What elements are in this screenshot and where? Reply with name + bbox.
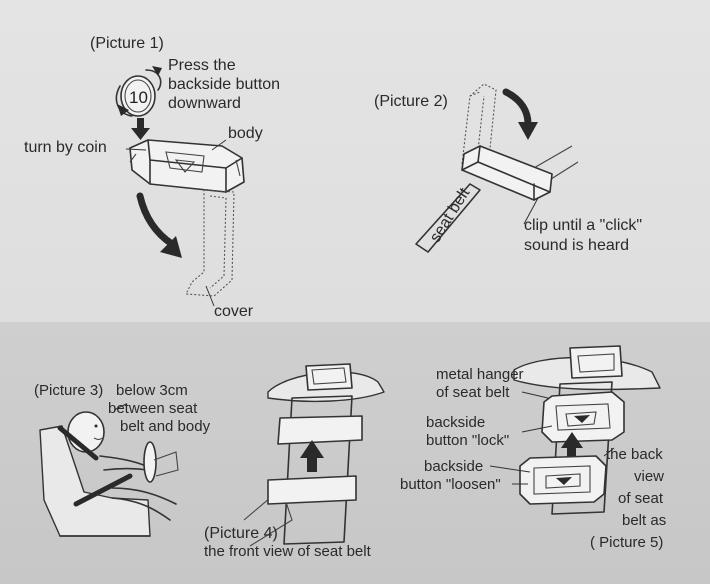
loosen-label-line2: button "loosen" <box>400 476 501 493</box>
turn-by-coin-label: turn by coin <box>24 139 107 156</box>
hanger-label-line1: metal hanger <box>436 366 524 383</box>
picture3-illustration <box>39 403 179 537</box>
back-view-line3: of seat <box>618 490 664 507</box>
loosen-device <box>519 455 607 505</box>
back-view-line4: belt as <box>622 512 667 529</box>
picture1-title: (Picture 1) <box>90 35 164 52</box>
picture3-note-line3: belt and body <box>120 418 211 435</box>
rotate-down-arrow <box>136 192 182 258</box>
picture1-device-body <box>129 139 245 193</box>
picture1-instruction-line1: Press the <box>168 57 236 74</box>
hanger-label-line2: of seat belt <box>436 384 510 401</box>
picture3-note-line1: below 3cm <box>116 382 188 399</box>
picture1-instruction-line3: downward <box>168 95 241 112</box>
lock-label-line1: backside <box>426 414 486 431</box>
picture1-instruction-line2: backside button <box>168 76 281 93</box>
loosen-label-line1: backside <box>424 458 484 475</box>
body-label: body <box>228 125 263 142</box>
cover-label: cover <box>214 303 254 320</box>
coin-icon: 10 <box>115 66 162 117</box>
clip-instruction-line2: sound is heard <box>524 237 629 254</box>
picture3-title: (Picture 3) <box>34 382 104 399</box>
picture4-title: (Picture 4) <box>204 525 278 542</box>
press-down-arrow <box>131 118 150 140</box>
picture1-illustration: 10 <box>115 66 245 307</box>
clip-instruction-line1: clip until a "click" <box>524 217 643 234</box>
back-view-line2: view <box>634 468 665 485</box>
picture5-illustration <box>489 345 661 515</box>
clip-device <box>461 145 553 201</box>
picture5-title: ( Picture 5) <box>590 534 664 551</box>
picture2-title: (Picture 2) <box>374 93 448 110</box>
picture2-illustration <box>415 83 579 253</box>
cover-dashed-outline <box>185 189 235 297</box>
lock-device <box>541 391 625 443</box>
picture4-illustration <box>243 363 385 547</box>
picture4-caption: the front view of seat belt <box>204 543 371 560</box>
top-panel <box>0 0 710 322</box>
picture3-note-line2: between seat <box>108 400 198 417</box>
lock-label-line2: button "lock" <box>426 432 510 449</box>
coin-value: 10 <box>129 88 148 107</box>
back-view-line1: the back <box>606 446 663 463</box>
